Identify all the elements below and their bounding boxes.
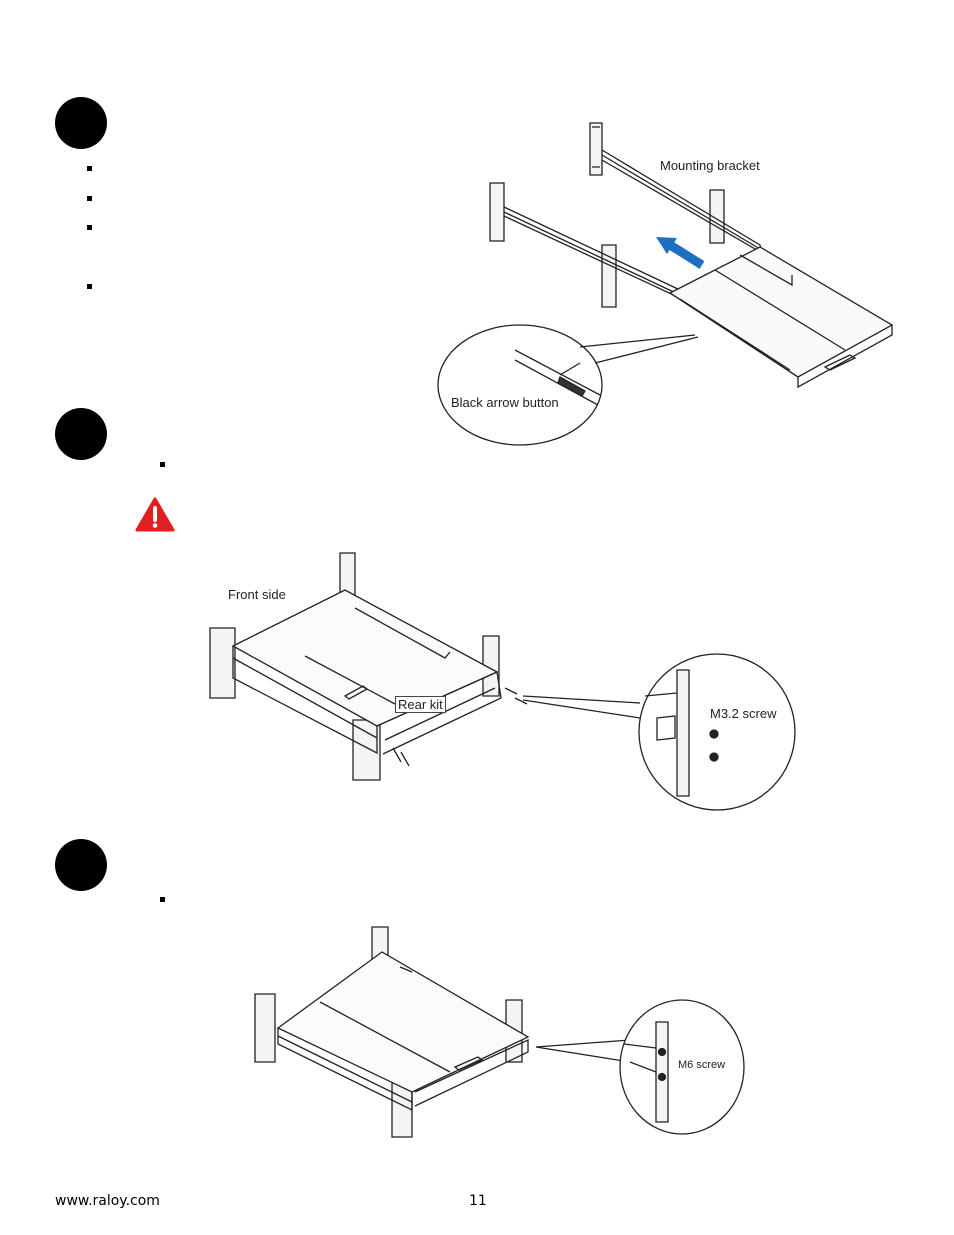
figure-m6-screw: M6 screw	[250, 922, 750, 1142]
warning-icon	[135, 497, 175, 533]
step-marker-2	[55, 408, 107, 460]
bullet-1c	[87, 225, 92, 230]
footer-website: www.raloy.com	[55, 1193, 160, 1209]
front-side-label: Front side	[228, 587, 286, 602]
mounting-bracket-label: Mounting bracket	[660, 158, 760, 173]
step-marker-1	[55, 97, 107, 149]
figure-mounting-bracket: Mounting bracket Black arrow button	[430, 115, 900, 450]
bullet-1d	[87, 284, 92, 289]
m6-screw-label: M6 screw	[678, 1059, 726, 1071]
bullet-1a	[87, 166, 92, 171]
page-number: 11	[469, 1193, 487, 1209]
bullet-2a	[160, 462, 165, 467]
m3-2-screw-label: M3.2 screw	[710, 706, 777, 721]
black-arrow-button-label: Black arrow button	[451, 395, 559, 410]
step-marker-3	[55, 839, 107, 891]
bullet-3a	[160, 897, 165, 902]
push-arrow-icon	[656, 237, 705, 269]
rear-kit-label: Rear kit	[395, 696, 446, 713]
figure-rear-kit: Front side Rear kit M3.2 screw	[205, 548, 796, 811]
bullet-1b	[87, 196, 92, 201]
